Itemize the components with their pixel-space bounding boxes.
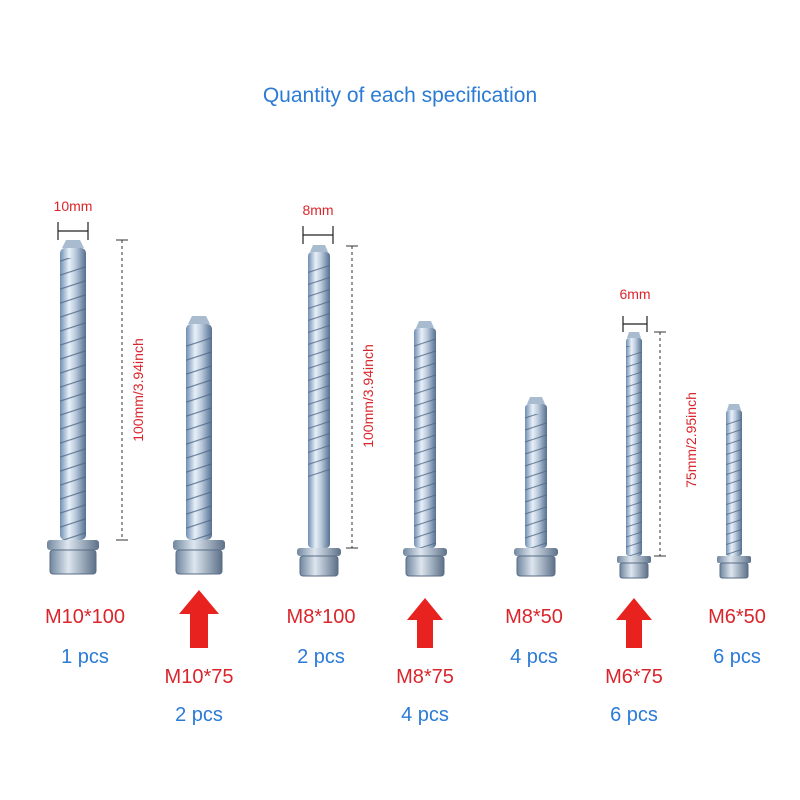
screw-m10-75 bbox=[173, 316, 225, 575]
arrow-m10-75 bbox=[179, 590, 219, 648]
qty-label-m10-100: 1 pcs bbox=[61, 646, 109, 668]
spec-label-m8-100: M8*100 bbox=[286, 606, 356, 628]
page-title: Quantity of each specification bbox=[262, 84, 538, 107]
length-label-m10: 100mm/3.94inch bbox=[130, 338, 146, 442]
arrow-m6-75 bbox=[616, 598, 652, 648]
screw-m8-100 bbox=[297, 245, 341, 577]
length-label-m6: 75mm/2.95inch bbox=[683, 392, 699, 488]
screw-m6-75 bbox=[617, 332, 651, 579]
arrow-m8-75 bbox=[407, 598, 443, 648]
spec-label-m6-50: M6*50 bbox=[708, 606, 766, 628]
length-marker-m6 bbox=[654, 331, 666, 557]
diameter-marker-m6 bbox=[622, 316, 648, 332]
screw-m10-100 bbox=[47, 240, 99, 575]
diameter-label-m10: 10mm bbox=[53, 198, 93, 214]
qty-label-m6-50: 6 pcs bbox=[713, 646, 761, 668]
qty-label-m6-75: 6 pcs bbox=[610, 704, 658, 726]
screw-m8-50 bbox=[514, 397, 558, 577]
spec-label-m6-75: M6*75 bbox=[605, 666, 663, 688]
length-marker-m10 bbox=[116, 239, 128, 541]
screw-m6-50 bbox=[717, 404, 751, 579]
spec-label-m10-100: M10*100 bbox=[44, 606, 126, 628]
qty-label-m8-75: 4 pcs bbox=[401, 704, 449, 726]
screw-m8-75 bbox=[403, 321, 447, 577]
qty-label-m8-100: 2 pcs bbox=[297, 646, 345, 668]
spec-label-m10-75: M10*75 bbox=[164, 666, 234, 688]
length-label-m8: 100mm/3.94inch bbox=[360, 344, 376, 448]
length-marker-m8 bbox=[346, 245, 358, 549]
qty-label-m8-50: 4 pcs bbox=[510, 646, 558, 668]
diameter-marker-m10 bbox=[57, 222, 89, 240]
spec-label-m8-50: M8*50 bbox=[505, 606, 563, 628]
diameter-label-m6: 6mm bbox=[619, 286, 651, 302]
spec-label-m8-75: M8*75 bbox=[396, 666, 454, 688]
diameter-label-m8: 8mm bbox=[302, 202, 334, 218]
diameter-marker-m8 bbox=[302, 226, 334, 244]
qty-label-m10-75: 2 pcs bbox=[175, 704, 223, 726]
